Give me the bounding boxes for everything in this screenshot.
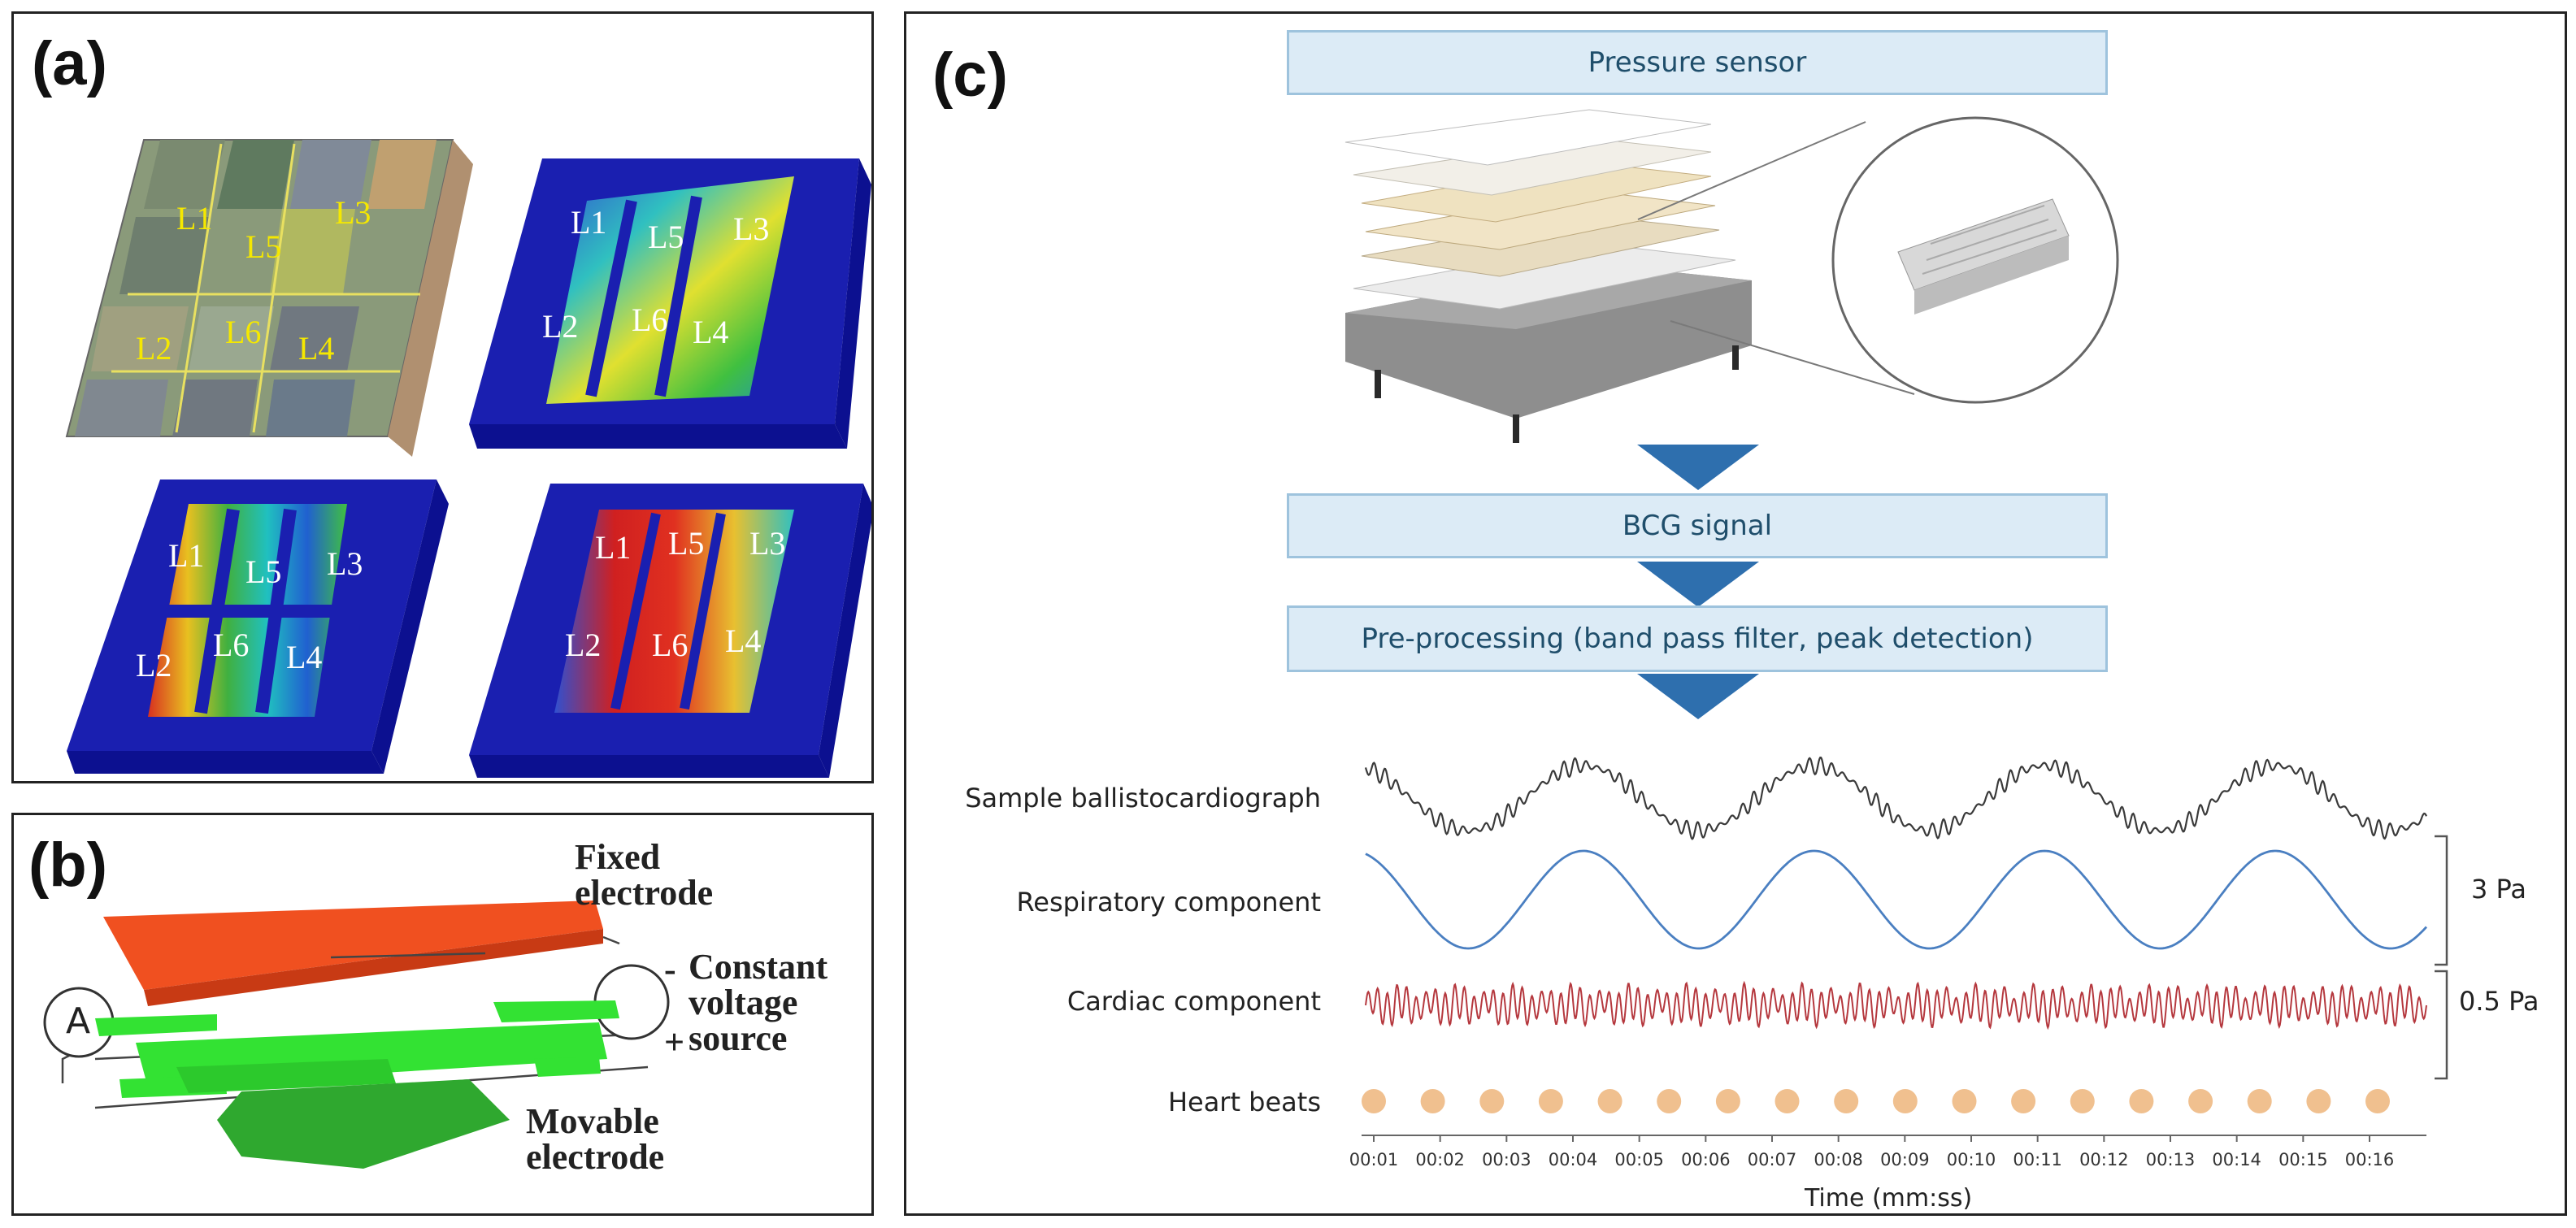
time-axis-title: Time (mm:ss) xyxy=(1805,1184,1973,1213)
flow-arrow-3 xyxy=(1637,674,1759,719)
time-tick-label: 00:09 xyxy=(1880,1150,1930,1169)
svg-text:L4: L4 xyxy=(725,623,761,659)
time-tick-label: 00:03 xyxy=(1482,1150,1531,1169)
heartbeat-marker xyxy=(1538,1089,1563,1113)
svg-text:L3: L3 xyxy=(749,525,785,562)
scale-brackets xyxy=(2435,835,2448,1080)
heartbeat-marker xyxy=(1657,1089,1682,1113)
svg-text:L5: L5 xyxy=(668,525,704,562)
cardiac-scale-label: 0.5 Pa xyxy=(2459,986,2539,1017)
svg-text:L2: L2 xyxy=(136,647,172,683)
svg-text:L5: L5 xyxy=(648,219,684,255)
panel-b-figure xyxy=(43,900,670,1169)
time-tick-label: 00:11 xyxy=(2013,1150,2062,1169)
respiratory-trace xyxy=(1365,849,2428,950)
time-tick-label: 00:07 xyxy=(1748,1150,1797,1169)
svg-text:L6: L6 xyxy=(632,302,667,338)
panel-b: (b) Fixed electrode Constant voltage sou… xyxy=(11,813,874,1216)
time-tick-label: 00:05 xyxy=(1614,1150,1664,1169)
flow-arrow-2 xyxy=(1637,562,1759,607)
svg-text:L5: L5 xyxy=(245,228,281,265)
heartbeat-marker xyxy=(1892,1089,1918,1113)
svg-text:L4: L4 xyxy=(298,330,334,367)
quadrant-4-plate: L1 L5 L3 L2 L6 L4 xyxy=(469,484,871,778)
panel-c: (c) Pressure sensor BCG xyxy=(904,11,2567,1216)
time-tick-label: 00:13 xyxy=(2146,1150,2196,1169)
heartbeat-marker xyxy=(1715,1089,1740,1113)
heartbeat-marker xyxy=(2188,1089,2213,1113)
svg-text:L3: L3 xyxy=(335,194,371,231)
svg-text:L1: L1 xyxy=(571,204,606,241)
fixed-electrode-plate xyxy=(103,900,603,990)
signal-plots: 00:01 00:02 00:03 00:04 00:05 00:06 00:07 00:08… xyxy=(1349,756,2448,1169)
heartbeat-markers xyxy=(1362,1089,2390,1113)
svg-text:L1: L1 xyxy=(595,529,631,566)
heartbeat-marker xyxy=(1479,1089,1505,1113)
panel-b-letter: (b) xyxy=(28,831,108,900)
svg-text:L6: L6 xyxy=(213,627,249,663)
heartbeat-marker xyxy=(2247,1089,2272,1113)
heartbeat-marker xyxy=(1834,1089,1859,1113)
svg-text:L6: L6 xyxy=(225,314,261,350)
sample-bcg-trace xyxy=(1364,756,2427,840)
time-tick-label: 00:10 xyxy=(1947,1150,1996,1169)
fixed-electrode-label: Fixed electrode xyxy=(575,837,714,913)
ammeter-label: A xyxy=(66,1000,91,1042)
svg-text:L2: L2 xyxy=(565,627,601,663)
bcg-signal-box: BCG signal xyxy=(1287,493,2108,558)
time-tick-label: 00:06 xyxy=(1681,1150,1731,1169)
panel-a: (a) xyxy=(11,11,874,783)
panel-a-letter: (a) xyxy=(32,29,107,98)
time-tick-label: 00:15 xyxy=(2278,1150,2328,1169)
svg-text:L2: L2 xyxy=(136,330,172,367)
minus-label: - xyxy=(664,949,676,989)
heartbeat-marker xyxy=(2365,1089,2390,1113)
svg-text:L6: L6 xyxy=(652,627,688,663)
time-tick-label: 00:04 xyxy=(1549,1150,1598,1169)
movable-electrode-label: Movable electrode xyxy=(526,1101,665,1177)
panel-c-letter: (c) xyxy=(932,41,1008,110)
respiratory-label: Respiratory component xyxy=(1016,887,1321,918)
flow-arrow-1 xyxy=(1637,445,1759,490)
pressure-sensor-box: Pressure sensor xyxy=(1287,30,2108,95)
quadrant-3-plate: L1 L5 L3 L2 L6 L4 xyxy=(67,479,449,774)
svg-text:L3: L3 xyxy=(327,545,363,582)
movable-electrode-body xyxy=(217,1079,510,1169)
constant-voltage-source-label: Constant voltage source xyxy=(689,947,828,1058)
time-axis: 00:01 00:02 00:03 00:04 00:05 00:06 00:07 00:08… xyxy=(1349,1135,2426,1169)
svg-text:L4: L4 xyxy=(693,314,728,350)
svg-text:L2: L2 xyxy=(542,308,578,345)
heartbeat-marker xyxy=(2129,1089,2154,1113)
time-tick-label: 00:02 xyxy=(1415,1150,1465,1169)
sample-bcg-label: Sample ballistocardiograph xyxy=(965,783,1321,814)
time-tick-label: 00:14 xyxy=(2212,1150,2261,1169)
time-tick-label: 00:12 xyxy=(2079,1150,2129,1169)
svg-text:L1: L1 xyxy=(168,537,204,574)
heartbeat-marker xyxy=(2011,1089,2036,1113)
time-tick-label: 00:08 xyxy=(1814,1150,1863,1169)
svg-text:L5: L5 xyxy=(245,553,281,590)
mattress-illustration xyxy=(1344,109,2119,443)
svg-text:L1: L1 xyxy=(176,200,212,236)
respiratory-scale-label: 3 Pa xyxy=(2471,874,2526,905)
cardiac-trace xyxy=(1365,980,2427,1031)
preprocessing-box: Pre-processing (band pass filter, peak d… xyxy=(1287,605,2108,672)
plus-label: + xyxy=(664,1022,685,1062)
cardiac-label: Cardiac component xyxy=(1066,986,1321,1017)
heartbeat-marker xyxy=(1420,1089,1445,1113)
heartbeat-marker xyxy=(1362,1089,1386,1113)
svg-text:L4: L4 xyxy=(286,639,322,675)
time-tick-label: 00:01 xyxy=(1349,1150,1399,1169)
quadrant-2-plate: L1 L5 L3 L2 L6 L4 xyxy=(469,158,871,449)
heartbeats-label: Heart beats xyxy=(1167,1087,1321,1117)
svg-text:L3: L3 xyxy=(733,210,769,247)
heartbeat-marker xyxy=(1597,1089,1622,1113)
heartbeat-marker xyxy=(2306,1089,2331,1113)
heartbeat-marker xyxy=(2070,1089,2095,1113)
heartbeat-marker xyxy=(1775,1089,1800,1113)
heartbeat-marker xyxy=(1952,1089,1977,1113)
time-tick-label: 00:16 xyxy=(2345,1150,2395,1169)
